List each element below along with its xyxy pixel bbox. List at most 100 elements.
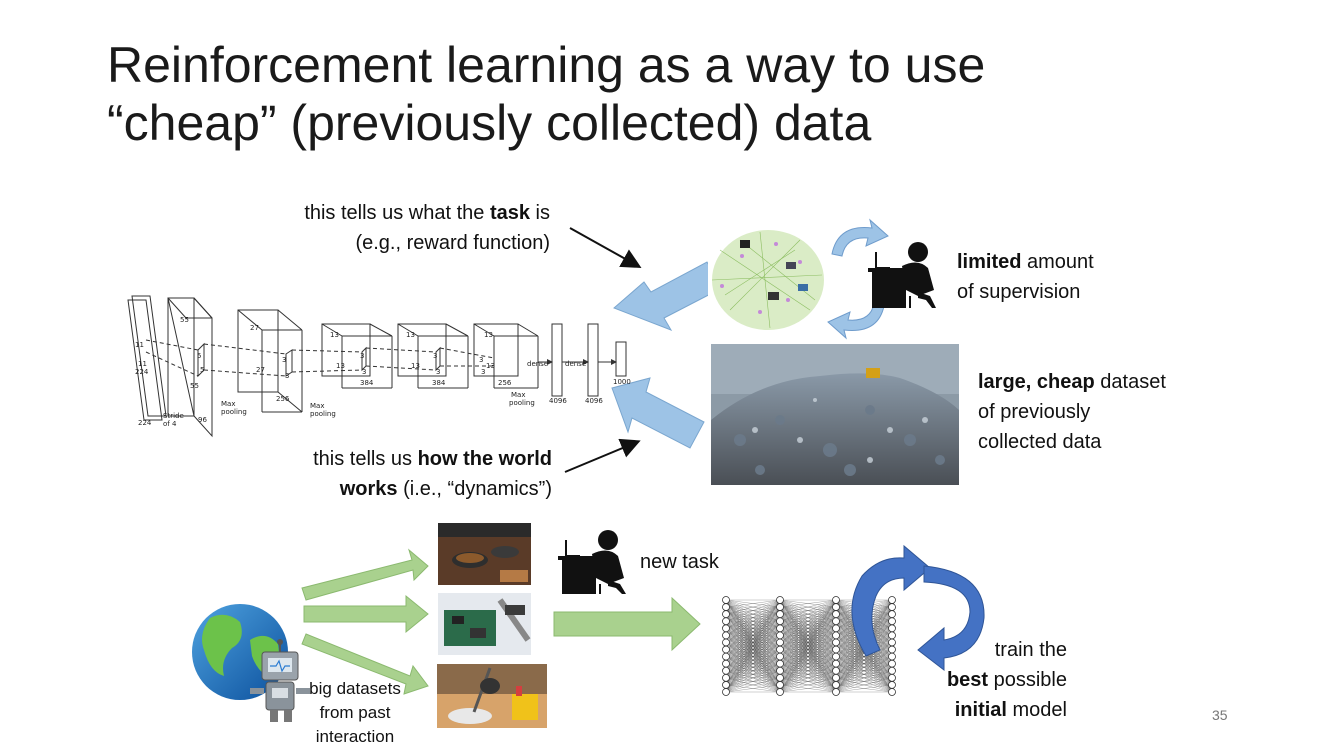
nn-node xyxy=(722,659,730,668)
nn-connection xyxy=(779,670,837,693)
title-line-1: Reinforcement learning as a way to use xyxy=(107,37,986,93)
nn-connection xyxy=(779,599,837,622)
svg-text:256: 256 xyxy=(498,379,512,387)
nn-connection xyxy=(835,684,893,693)
svg-text:dense: dense xyxy=(527,360,548,368)
nn-connection xyxy=(779,599,837,608)
nn-connection xyxy=(779,599,837,636)
nn-connection xyxy=(725,607,781,693)
dataset-label: large, cheap dataset of previously colle… xyxy=(978,371,1166,453)
svg-text:27: 27 xyxy=(250,324,259,332)
task-pointer-arrow xyxy=(569,227,642,268)
nn-node xyxy=(832,652,840,661)
cooking-photo xyxy=(438,523,531,585)
nn-connection xyxy=(779,599,837,664)
nn-connection xyxy=(835,628,893,693)
nn-connection xyxy=(725,642,781,693)
nn-connection xyxy=(725,599,781,615)
svg-text:4096: 4096 xyxy=(549,397,567,405)
nn-node xyxy=(832,638,840,647)
svg-text:3: 3 xyxy=(436,368,440,376)
nn-node xyxy=(776,688,784,696)
nn-connection xyxy=(725,656,781,693)
nn-node xyxy=(776,645,784,654)
svg-text:1000: 1000 xyxy=(613,378,631,386)
nn-node xyxy=(832,596,840,604)
svg-text:13: 13 xyxy=(484,331,493,339)
nn-node xyxy=(722,666,730,675)
svg-text:Max: Max xyxy=(511,391,525,399)
nn-node xyxy=(888,603,896,611)
nn-node xyxy=(722,624,730,633)
svg-text:96: 96 xyxy=(198,416,207,424)
svg-text:55: 55 xyxy=(180,316,189,324)
svg-text:3: 3 xyxy=(285,372,289,380)
nn-connection xyxy=(725,621,781,693)
nn-connection xyxy=(835,670,893,693)
nn-connection xyxy=(835,656,893,693)
nn-connection xyxy=(725,599,781,657)
nn-connection xyxy=(779,642,837,693)
cnn-labels: 55 27 13 13 13 11 11 224 224 5 5 55 3 3 … xyxy=(135,316,631,428)
svg-text:224: 224 xyxy=(135,368,149,376)
nn-node xyxy=(776,617,784,626)
nn-connection xyxy=(779,599,837,650)
nn-connection xyxy=(779,656,837,693)
svg-text:3: 3 xyxy=(481,368,485,376)
supervisor-person-icon xyxy=(868,242,936,308)
supervision-cycle-arrows xyxy=(827,218,889,340)
nn-connection xyxy=(725,614,781,693)
nn-node xyxy=(832,610,840,619)
nn-connection xyxy=(725,684,781,693)
nn-node xyxy=(776,652,784,661)
nn-node xyxy=(722,596,730,604)
nn-connection xyxy=(725,599,781,671)
svg-text:13: 13 xyxy=(486,362,495,370)
svg-text:3: 3 xyxy=(362,368,366,376)
svg-text:4096: 4096 xyxy=(585,397,603,405)
svg-text:13: 13 xyxy=(330,331,339,339)
nn-node xyxy=(832,624,840,633)
nn-node xyxy=(722,652,730,661)
nn-node xyxy=(832,666,840,675)
train-label: train the best possible initial model xyxy=(946,639,1067,721)
nn-connection xyxy=(725,663,781,693)
nn-connection xyxy=(835,621,893,693)
svg-text:224: 224 xyxy=(138,419,152,427)
svg-text:Max: Max xyxy=(221,400,235,408)
svg-text:11: 11 xyxy=(138,360,147,368)
svg-text:13: 13 xyxy=(411,362,420,370)
svg-text:pooling: pooling xyxy=(221,408,247,416)
dataset-blue-arrow xyxy=(611,377,705,449)
nn-node xyxy=(776,624,784,633)
svg-text:11: 11 xyxy=(135,341,144,349)
nn-connection xyxy=(835,642,893,693)
nn-node xyxy=(832,688,840,696)
new-task-label: new task xyxy=(640,551,719,573)
nn-connection xyxy=(779,599,837,685)
nn-connection xyxy=(725,649,781,693)
supervision-label: limited amount of supervision xyxy=(957,251,1094,303)
svg-text:55: 55 xyxy=(190,382,199,390)
nn-connection xyxy=(779,599,837,657)
nn-connection xyxy=(779,684,837,693)
nn-connection xyxy=(779,621,837,693)
nn-node xyxy=(776,603,784,611)
garbage-heap-photo xyxy=(711,344,959,485)
nn-node xyxy=(722,631,730,640)
nn-connection xyxy=(779,607,837,693)
svg-text:5: 5 xyxy=(200,366,204,374)
svg-text:384: 384 xyxy=(360,379,374,387)
world-annotation: this tells us how the world works (i.e.,… xyxy=(313,448,552,500)
nn-node xyxy=(722,617,730,626)
svg-text:pooling: pooling xyxy=(509,399,535,407)
nn-connection xyxy=(835,649,893,693)
nn-node xyxy=(832,681,840,689)
nn-node xyxy=(888,688,896,696)
nn-connection xyxy=(779,677,837,693)
nn-connection xyxy=(725,599,781,622)
task-annotation: this tells us what the task is (e.g., re… xyxy=(304,202,550,254)
nn-node xyxy=(776,631,784,640)
nn-node xyxy=(776,610,784,619)
nn-node xyxy=(776,681,784,689)
